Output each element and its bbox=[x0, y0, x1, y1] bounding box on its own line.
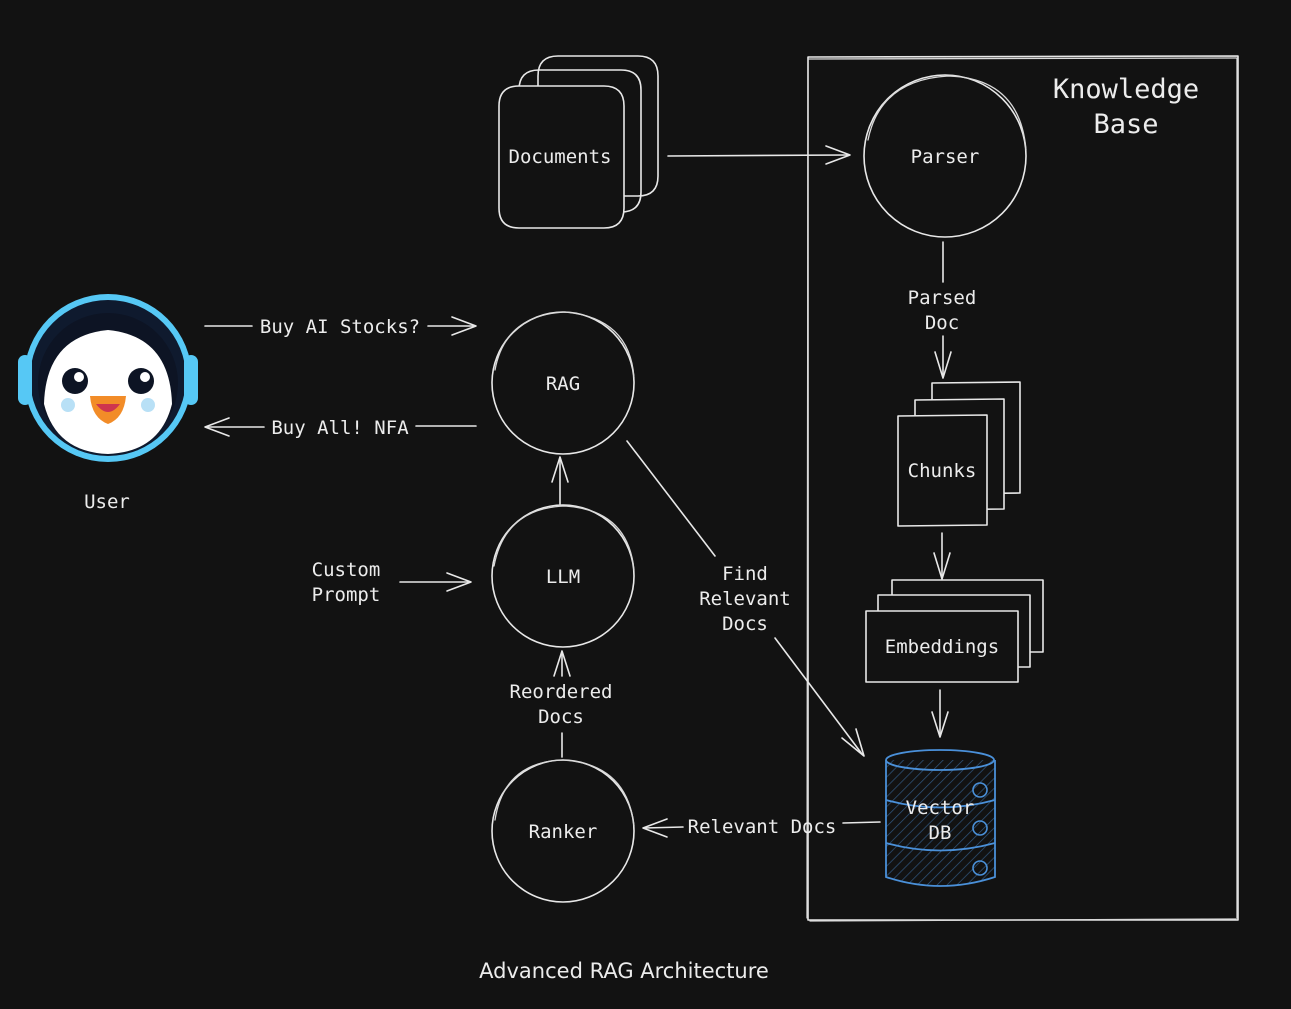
chunks-node: Chunks bbox=[897, 381, 1021, 527]
parser-label: Parser bbox=[911, 146, 980, 168]
query-label: Buy AI Stocks? bbox=[260, 316, 420, 338]
parser-node: Parser bbox=[863, 74, 1027, 238]
reordered-docs-arrow: Reordered Docs bbox=[510, 650, 613, 758]
embeddings-node: Embeddings bbox=[865, 579, 1044, 683]
rag-label: RAG bbox=[546, 373, 580, 395]
vector-db-label-line2: DB bbox=[929, 822, 952, 844]
database-cylinder-icon: Vector DB bbox=[885, 749, 996, 887]
ranker-node: Ranker bbox=[491, 759, 635, 903]
reordered-docs-label-line1: Reordered bbox=[510, 681, 613, 703]
find-docs-label-line3: Docs bbox=[722, 613, 768, 635]
knowledge-base-label-line2: Base bbox=[1093, 109, 1158, 140]
custom-prompt-arrow: Custom Prompt bbox=[312, 559, 472, 606]
knowledge-base-container: Knowledge Base bbox=[806, 55, 1239, 922]
parsed-doc-label-line2: Doc bbox=[925, 312, 959, 334]
llm-to-rag-arrow bbox=[551, 456, 569, 505]
find-docs-label-line1: Find bbox=[722, 563, 768, 585]
vector-db-label-line1: Vector bbox=[906, 797, 975, 819]
embeddings-to-vector-db-arrow bbox=[931, 689, 949, 738]
penguin-with-headphones-icon bbox=[18, 294, 198, 462]
knowledge-base-label-line1: Knowledge bbox=[1053, 74, 1199, 105]
chunks-to-embeddings-arrow bbox=[933, 532, 951, 580]
answer-label: Buy All! NFA bbox=[271, 417, 409, 439]
query-arrow: Buy AI Stocks? bbox=[204, 316, 477, 338]
documents-node: Documents bbox=[498, 55, 659, 229]
documents-to-parser-arrow bbox=[667, 145, 851, 165]
rag-node: RAG bbox=[491, 311, 635, 455]
chunks-label: Chunks bbox=[908, 460, 977, 482]
custom-prompt-label-line1: Custom bbox=[312, 559, 381, 581]
parsed-doc-arrow: Parsed Doc bbox=[908, 241, 977, 379]
user-label: User bbox=[84, 491, 130, 513]
reordered-docs-label-line2: Docs bbox=[538, 706, 584, 728]
custom-prompt-label-line2: Prompt bbox=[312, 584, 381, 606]
documents-label: Documents bbox=[509, 146, 612, 168]
relevant-docs-arrow: Relevant Docs bbox=[642, 816, 881, 838]
find-relevant-docs-arrow: Find Relevant Docs bbox=[626, 440, 865, 757]
llm-label: LLM bbox=[546, 566, 580, 588]
parsed-doc-label-line1: Parsed bbox=[908, 287, 977, 309]
llm-node: LLM bbox=[491, 504, 635, 648]
ranker-label: Ranker bbox=[529, 821, 598, 843]
relevant-docs-label: Relevant Docs bbox=[688, 816, 837, 838]
find-docs-label-line2: Relevant bbox=[699, 588, 791, 610]
answer-arrow: Buy All! NFA bbox=[204, 417, 477, 439]
diagram-title: Advanced RAG Architecture bbox=[479, 959, 769, 983]
embeddings-label: Embeddings bbox=[885, 636, 999, 658]
